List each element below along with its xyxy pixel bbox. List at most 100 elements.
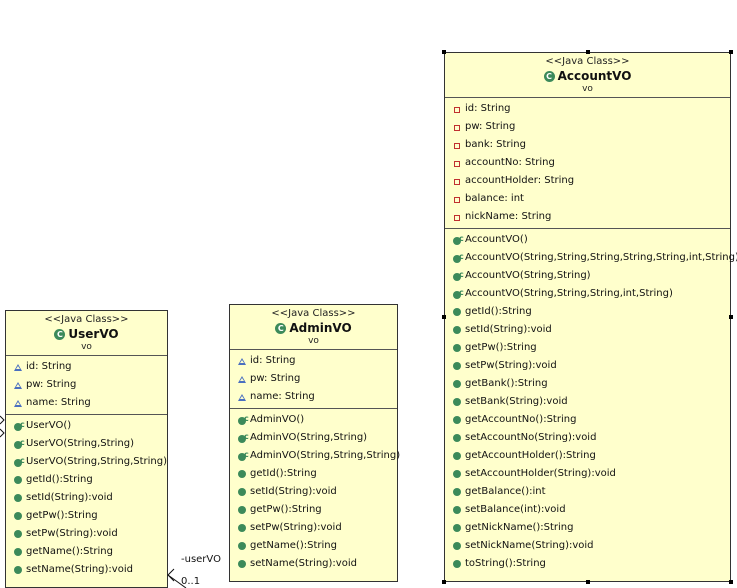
method-row: setPw(String):void: [445, 357, 730, 375]
association-role-label: -userVO: [181, 554, 221, 565]
selection-handle[interactable]: [442, 580, 446, 584]
public-method-icon: [453, 506, 461, 514]
public-method-icon: [453, 542, 461, 550]
methods-section: AccountVO() AccountVO(String,String,Stri…: [445, 229, 737, 575]
selection-handle[interactable]: [442, 50, 446, 54]
stereotype-label: <<Java Class>>: [44, 314, 129, 325]
constructor-row: AdminVO(String,String): [230, 428, 397, 447]
method-row: getPw():String: [445, 339, 730, 357]
field-row: balance: int: [445, 190, 730, 208]
package-name: vo: [308, 336, 319, 346]
package-name: vo: [81, 342, 92, 352]
field-row: id: String: [6, 358, 167, 376]
constructor-icon: [453, 248, 464, 266]
method-row: setNickName(String):void: [445, 537, 730, 555]
public-method-icon: [453, 470, 461, 478]
association-arrow: [167, 568, 175, 582]
selection-handle[interactable]: [729, 315, 733, 319]
class-name: UserVO: [68, 327, 119, 341]
package-visibility-icon: [14, 364, 22, 371]
public-method-icon: [453, 416, 461, 424]
method-row: getId():String: [6, 471, 167, 489]
public-method-icon: [238, 470, 246, 478]
constructor-icon: [238, 428, 249, 446]
methods-section: AdminVO() AdminVO(String,String) AdminVO…: [230, 409, 400, 575]
public-method-icon: [453, 344, 461, 352]
method-row: getPw():String: [6, 507, 167, 525]
public-method-icon: [14, 494, 22, 502]
package-visibility-icon: [238, 394, 246, 401]
private-field-icon: [454, 161, 460, 167]
private-field-icon: [454, 215, 460, 221]
method-row: setName(String):void: [230, 555, 397, 573]
public-method-icon: [238, 506, 246, 514]
selection-handle[interactable]: [586, 580, 590, 584]
package-visibility-icon: [238, 376, 246, 383]
private-field-icon: [454, 143, 460, 149]
method-row: setName(String):void: [6, 561, 167, 579]
stereotype-label: <<Java Class>>: [271, 308, 356, 319]
class-name: AccountVO: [557, 69, 632, 83]
selection-handle[interactable]: [729, 580, 733, 584]
method-row: getAccountNo():String: [445, 411, 730, 429]
public-method-icon: [238, 524, 246, 532]
field-row: name: String: [6, 394, 167, 412]
field-row: pw: String: [230, 370, 397, 388]
public-method-icon: [453, 326, 461, 334]
methods-section: UserVO() UserVO(String,String) UserVO(St…: [6, 415, 167, 581]
public-method-icon: [453, 434, 461, 442]
constructor-row: UserVO(): [6, 416, 167, 435]
method-row: getPw():String: [230, 501, 397, 519]
selection-handle[interactable]: [442, 315, 446, 319]
constructor-icon: [14, 452, 25, 470]
selection-handle[interactable]: [586, 50, 590, 54]
stereotype-label: <<Java Class>>: [545, 56, 630, 67]
package-visibility-icon: [238, 358, 246, 365]
method-row: setId(String):void: [445, 321, 730, 339]
private-field-icon: [454, 197, 460, 203]
fields-section: id: String pw: String name: String: [6, 356, 167, 415]
field-row: nickName: String: [445, 208, 730, 226]
field-row: id: String: [445, 100, 730, 118]
constructor-icon: [238, 446, 249, 464]
package-name: vo: [582, 84, 593, 94]
association-multiplicity-label: 0..1: [181, 576, 201, 587]
constructor-icon: [453, 266, 464, 284]
field-row: pw: String: [6, 376, 167, 394]
method-row: setPw(String):void: [6, 525, 167, 543]
field-row: pw: String: [445, 118, 730, 136]
method-row: setPw(String):void: [230, 519, 397, 537]
public-method-icon: [14, 566, 22, 574]
field-row: accountHolder: String: [445, 172, 730, 190]
public-method-icon: [238, 560, 246, 568]
public-method-icon: [453, 488, 461, 496]
fields-section: id: String pw: String bank: String accou…: [445, 98, 730, 229]
method-row: getNickName():String: [445, 519, 730, 537]
package-visibility-icon: [14, 382, 22, 389]
fields-section: id: String pw: String name: String: [230, 350, 397, 409]
field-row: accountNo: String: [445, 154, 730, 172]
constructor-row: UserVO(String,String): [6, 434, 167, 453]
association-arrow: [0, 428, 5, 438]
field-row: name: String: [230, 388, 397, 406]
public-method-icon: [453, 452, 461, 460]
public-method-icon: [453, 398, 461, 406]
constructor-row: AccountVO(): [445, 230, 730, 249]
constructor-row: AccountVO(String,String,String,int,Strin…: [445, 284, 730, 303]
method-row: getAccountHolder():String: [445, 447, 730, 465]
field-row: id: String: [230, 352, 397, 370]
package-visibility-icon: [14, 400, 22, 407]
constructor-icon: [238, 410, 249, 428]
public-method-icon: [453, 362, 461, 370]
selection-handle[interactable]: [729, 50, 733, 54]
private-field-icon: [454, 179, 460, 185]
public-method-icon: [453, 524, 461, 532]
method-row: setAccountNo(String):void: [445, 429, 730, 447]
constructor-row: AdminVO(): [230, 410, 397, 429]
constructor-row: AdminVO(String,String,String): [230, 446, 400, 465]
